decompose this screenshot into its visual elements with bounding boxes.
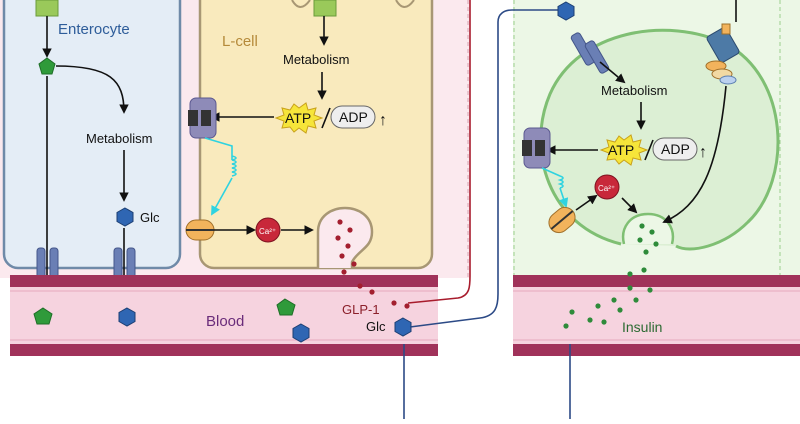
membrane-depolarization [204, 137, 237, 177]
arrow-ca-to-vesicle-beta [621, 197, 638, 214]
glucose-hexagon-icon [116, 207, 134, 227]
lcell-top-vesicle [291, 0, 311, 8]
glp1-dots-in-blood [357, 283, 410, 309]
blood-label: Blood [206, 313, 244, 330]
glc-blood-label: Glc [366, 319, 386, 334]
blood-vessel-left [10, 275, 438, 356]
metabolism-label-lcell: Metabolism [283, 52, 349, 67]
arrow-receptor-to-vesicle [662, 85, 727, 224]
calcium-channel-beta-icon [548, 206, 576, 234]
adp-label-lcell: ADP [339, 109, 368, 125]
enterocyte-label: Enterocyte [58, 21, 130, 38]
arrow-beta-uptake [599, 61, 626, 84]
left-panel: Enterocyte L-cell Metabolism Glc Metabol… [0, 0, 470, 298]
right-panel: Metabolism ATP ADP ↑ Ca²⁺ [513, 0, 800, 278]
adp-pill [330, 105, 376, 129]
insulin-dots-in-blood [563, 267, 653, 329]
metabolism-label-enterocyte: Metabolism [86, 131, 152, 146]
ca-label-beta: Ca²⁺ [598, 184, 615, 193]
insulin-label: Insulin [622, 319, 662, 335]
arrow-vdcc-to-ca-beta [575, 194, 598, 211]
glucose-hexagon-beta [557, 1, 575, 21]
adp-pill-beta [652, 137, 698, 161]
atp-adp-slash [321, 107, 331, 129]
insulin-exocytosis-vesicle [621, 212, 675, 245]
atp-adp-slash-beta [644, 139, 654, 161]
membrane-depolarization-beta [541, 167, 564, 189]
arrow-to-metabolism [55, 65, 129, 114]
katp-channel-beta-icon [522, 127, 551, 169]
green-pentagon-icon [38, 57, 56, 75]
glp1-signal-path [407, 0, 471, 304]
glucose-hexagon-sensor [394, 317, 412, 337]
glp1-receptor-icon [705, 23, 740, 85]
up-arrow-lcell: ↑ [379, 112, 387, 129]
arrow-depolarization-beta [559, 187, 569, 208]
adp-label-beta: ADP [661, 141, 690, 157]
lcell-top-vesicle-2 [395, 0, 415, 8]
atp-burst-icon [274, 102, 324, 134]
l-cell-label: L-cell [222, 33, 258, 50]
insulin-dots-in-vesicle [637, 223, 659, 255]
arrow-depolarization-to-vdcc [211, 177, 233, 216]
atp-burst-beta-icon [599, 134, 649, 166]
metabolism-label-beta: Metabolism [601, 83, 667, 98]
glc-label: Glc [140, 210, 160, 225]
glucose-hexagon-blood-2 [292, 323, 310, 343]
calcium-channel-icon [185, 219, 215, 241]
sglt-transporter [35, 0, 59, 17]
lcell-sglt-transporter [313, 0, 337, 17]
glp1-exocytosis-vesicle [316, 206, 374, 268]
green-pentagon-blood-2 [276, 298, 296, 316]
up-arrow-beta: ↑ [699, 144, 707, 161]
atp-label-lcell: ATP [285, 110, 311, 126]
ca-label-lcell: Ca²⁺ [259, 227, 276, 236]
glucose-hexagon-blood-1 [118, 307, 136, 327]
glucose-signal-path [409, 9, 560, 328]
calcium-ion-beta-icon [594, 174, 620, 200]
green-pentagon-blood-1 [33, 307, 53, 325]
glp1-label: GLP-1 [342, 302, 380, 317]
blood-vessel-right [513, 275, 800, 356]
calcium-ion-icon [255, 217, 281, 243]
atp-label-beta: ATP [608, 142, 634, 158]
katp-channel-icon [188, 97, 217, 139]
